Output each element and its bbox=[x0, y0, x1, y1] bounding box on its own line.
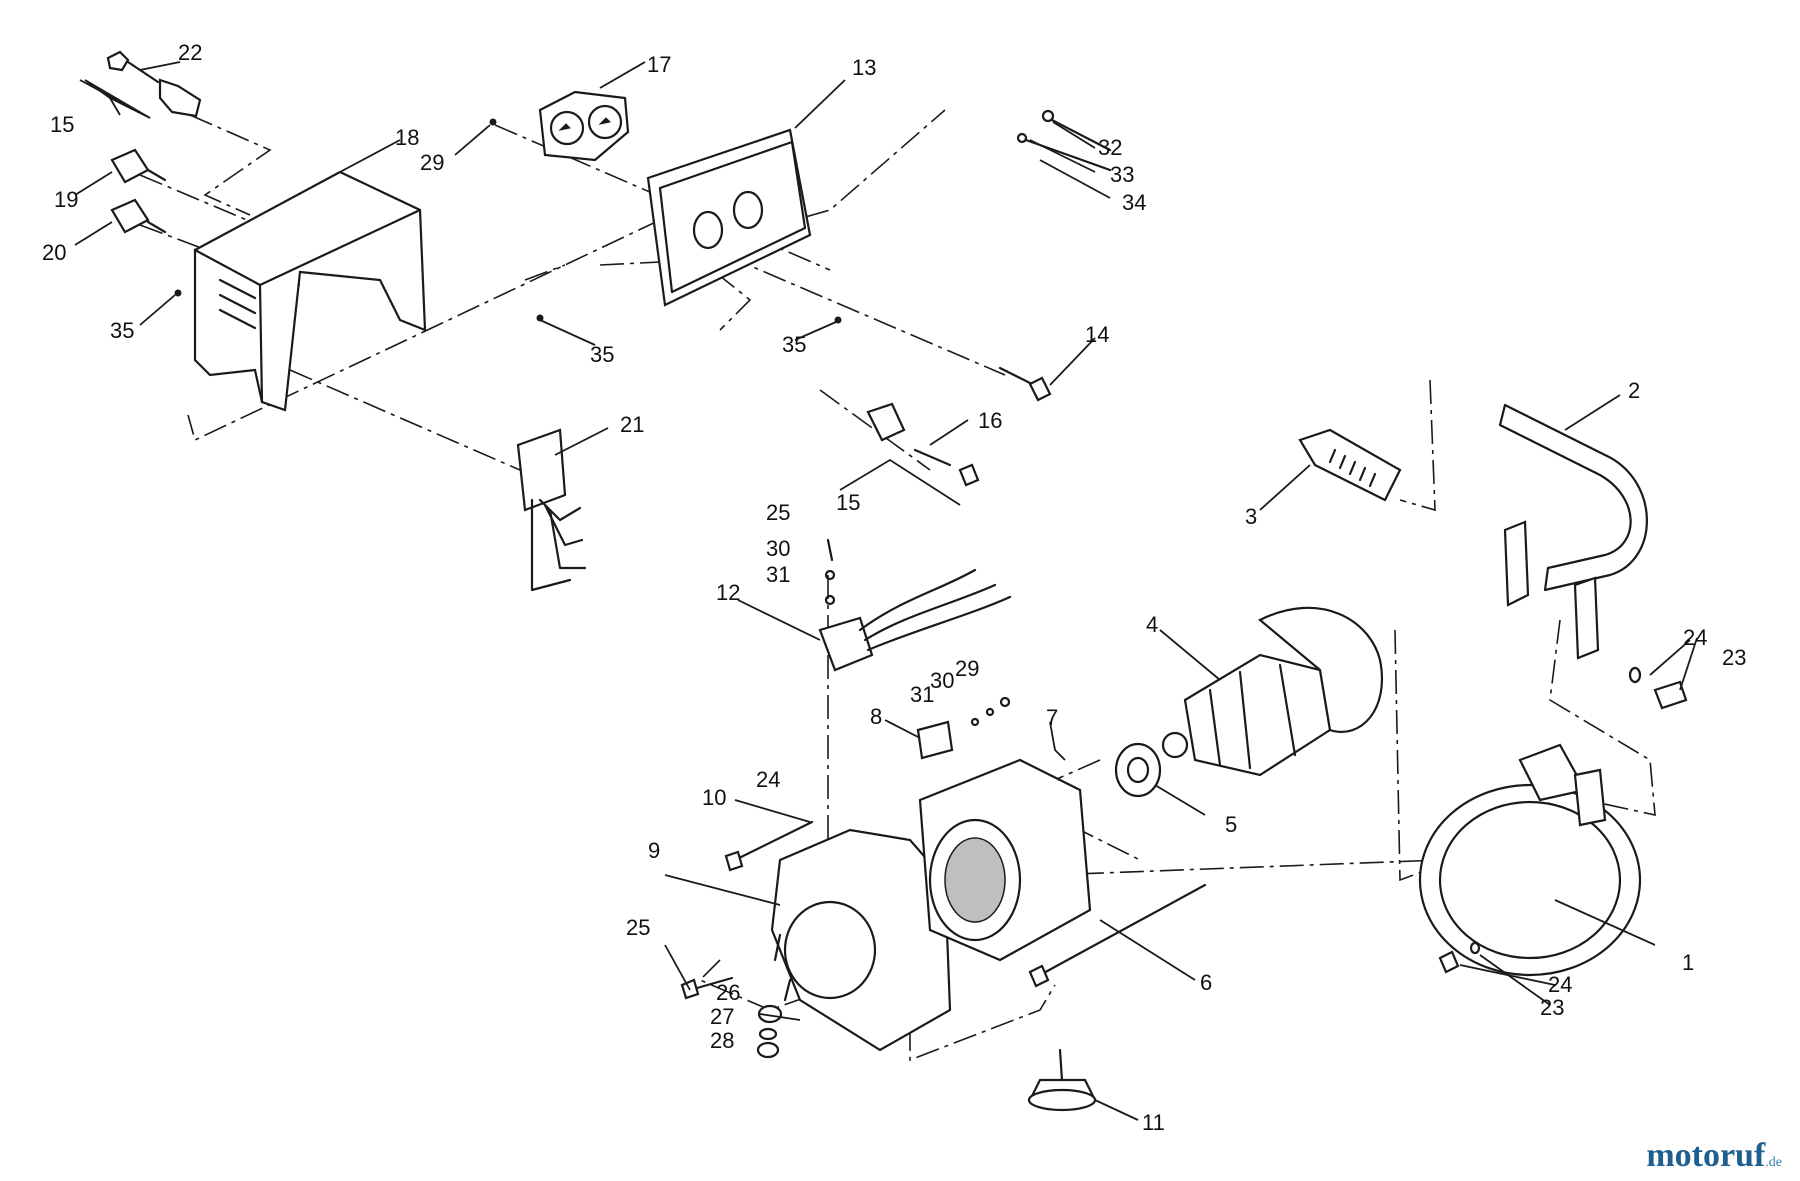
callout-16: 16 bbox=[978, 408, 1002, 433]
breaker-parts bbox=[110, 148, 167, 234]
callout-14: 14 bbox=[1085, 322, 1109, 347]
terminal-block-part bbox=[516, 428, 587, 592]
callout-29b: 29 bbox=[955, 656, 979, 681]
callout-25a: 25 bbox=[766, 500, 790, 525]
callout-labels: 1 2 3 4 5 6 7 8 9 10 11 12 13 14 15 15 1… bbox=[42, 40, 1746, 1135]
pin-part bbox=[998, 366, 1052, 402]
rotor-part bbox=[1161, 606, 1383, 777]
callout-28: 28 bbox=[710, 1028, 734, 1053]
watermark-text: motoruf bbox=[1646, 1137, 1766, 1174]
watermark-domain: .de bbox=[1765, 1155, 1782, 1170]
callout-1: 1 bbox=[1682, 950, 1694, 975]
callout-23a: 23 bbox=[1722, 645, 1746, 670]
through-bolt-part bbox=[724, 820, 814, 872]
callout-11: 11 bbox=[1142, 1110, 1165, 1135]
callout-35b: 35 bbox=[590, 342, 614, 367]
callout-6: 6 bbox=[1200, 970, 1212, 995]
control-box-cover-part bbox=[193, 170, 427, 412]
callout-18: 18 bbox=[395, 125, 419, 150]
rubber-foot-part bbox=[1027, 1048, 1097, 1112]
callout-4: 4 bbox=[1146, 612, 1158, 637]
rear-housing-part bbox=[1418, 743, 1642, 977]
long-through-bolt-part bbox=[1028, 883, 1207, 988]
callout-30a: 30 bbox=[766, 536, 790, 561]
leader-lines bbox=[74, 61, 1698, 1121]
callout-20: 20 bbox=[42, 240, 66, 265]
callout-34: 34 bbox=[1122, 190, 1146, 215]
callout-9: 9 bbox=[648, 838, 660, 863]
callout-10: 10 bbox=[702, 785, 726, 810]
callout-23b: 23 bbox=[1540, 995, 1564, 1020]
callout-35c: 35 bbox=[782, 332, 806, 357]
callout-24a: 24 bbox=[756, 767, 780, 792]
connector-screws-part bbox=[824, 538, 836, 606]
callout-19: 19 bbox=[54, 187, 78, 212]
callout-24b: 24 bbox=[1683, 625, 1707, 650]
handle-frame-part bbox=[1498, 403, 1648, 660]
small-screws-part bbox=[174, 118, 842, 324]
callout-7: 7 bbox=[1046, 705, 1058, 730]
rectifier-part bbox=[916, 696, 1011, 760]
front-housing-part bbox=[770, 828, 952, 1052]
rear-housing-screws-part bbox=[1438, 941, 1481, 974]
wire-connector-part bbox=[818, 568, 1012, 672]
callout-35a: 35 bbox=[110, 318, 134, 343]
callout-27: 27 bbox=[710, 1004, 734, 1029]
callout-21: 21 bbox=[620, 412, 644, 437]
watermark-logo: motoruf.de bbox=[1646, 1137, 1782, 1175]
handle-screws-part bbox=[1628, 666, 1688, 710]
callout-12: 12 bbox=[716, 580, 740, 605]
callout-8: 8 bbox=[870, 704, 882, 729]
outlet-part bbox=[538, 90, 630, 162]
fuse-holder-middle-part bbox=[866, 402, 980, 487]
control-panel-part bbox=[646, 128, 812, 307]
callout-15a: 15 bbox=[50, 112, 74, 137]
stator-part bbox=[918, 758, 1092, 962]
callout-31a: 31 bbox=[766, 562, 790, 587]
fuse-holder-top-part bbox=[106, 50, 202, 118]
callout-26: 26 bbox=[716, 980, 740, 1005]
callout-30b: 30 bbox=[930, 668, 954, 693]
washers-part bbox=[756, 1004, 783, 1059]
callout-5: 5 bbox=[1225, 812, 1237, 837]
bearing-part bbox=[1114, 742, 1162, 798]
callout-25b: 25 bbox=[626, 915, 650, 940]
callout-29a: 29 bbox=[420, 150, 444, 175]
handle-grip-part bbox=[1298, 428, 1402, 502]
callout-15b: 15 bbox=[836, 490, 860, 515]
callout-32: 32 bbox=[1098, 135, 1122, 160]
callout-2: 2 bbox=[1628, 378, 1640, 403]
callout-33: 33 bbox=[1110, 162, 1134, 187]
callout-13: 13 bbox=[852, 55, 876, 80]
callout-31b: 31 bbox=[910, 682, 934, 707]
callout-17: 17 bbox=[647, 52, 671, 77]
callout-22: 22 bbox=[178, 40, 202, 65]
callout-24c: 24 bbox=[1548, 972, 1572, 997]
callout-3: 3 bbox=[1245, 504, 1257, 529]
